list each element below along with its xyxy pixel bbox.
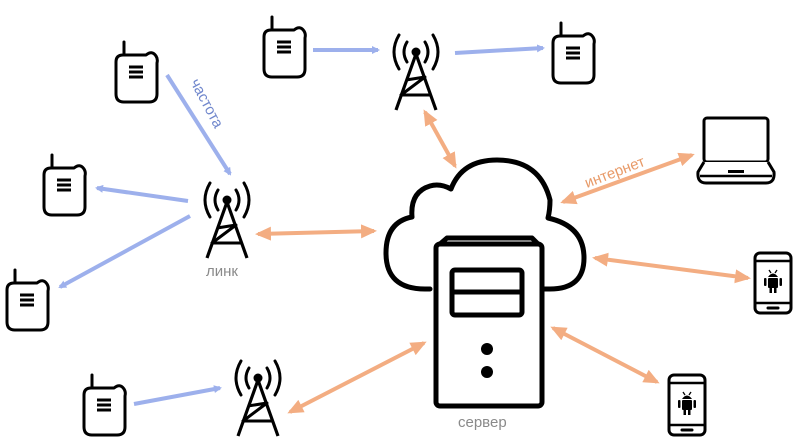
radio-edges xyxy=(58,44,545,406)
walkie-talkie-icon xyxy=(5,268,50,332)
edge-radio1-to-tower-link xyxy=(165,73,232,176)
edge-server-phone2 xyxy=(550,326,660,384)
android-phone-icon xyxy=(753,251,793,315)
android-phone-icon xyxy=(667,373,707,437)
walkie-talkie-icon xyxy=(114,40,159,104)
radio-tower-icon xyxy=(203,181,251,260)
walkie-talkie-icon xyxy=(82,373,127,437)
internet-edges xyxy=(255,109,751,414)
edge-server-laptop xyxy=(560,152,695,205)
edge-tower-top-server xyxy=(423,109,457,169)
walkie-talkie-icon xyxy=(42,153,87,217)
internet-label: интернет xyxy=(582,153,647,192)
cloud-server-icon xyxy=(383,157,587,409)
radio-tower-icon xyxy=(392,33,440,112)
edge-tower-bottom-server xyxy=(287,341,427,414)
edge-radio6-to-tower-bottom xyxy=(133,385,222,406)
server-label: сервер xyxy=(458,414,507,431)
frequency-label: частота xyxy=(186,76,226,132)
link-label: линк xyxy=(206,263,238,280)
edge-tower-top-to-radio5 xyxy=(454,44,545,55)
edge-tower-link-to-radio2 xyxy=(95,184,189,203)
radio-tower-icon xyxy=(234,359,282,438)
edge-tower-link-server xyxy=(255,224,377,241)
walkie-talkie-icon xyxy=(262,15,307,79)
edge-tower-link-to-radio3 xyxy=(58,214,191,289)
walkie-talkie-icon xyxy=(551,21,596,85)
laptop-icon xyxy=(696,116,776,185)
edge-server-phone1 xyxy=(592,252,751,284)
